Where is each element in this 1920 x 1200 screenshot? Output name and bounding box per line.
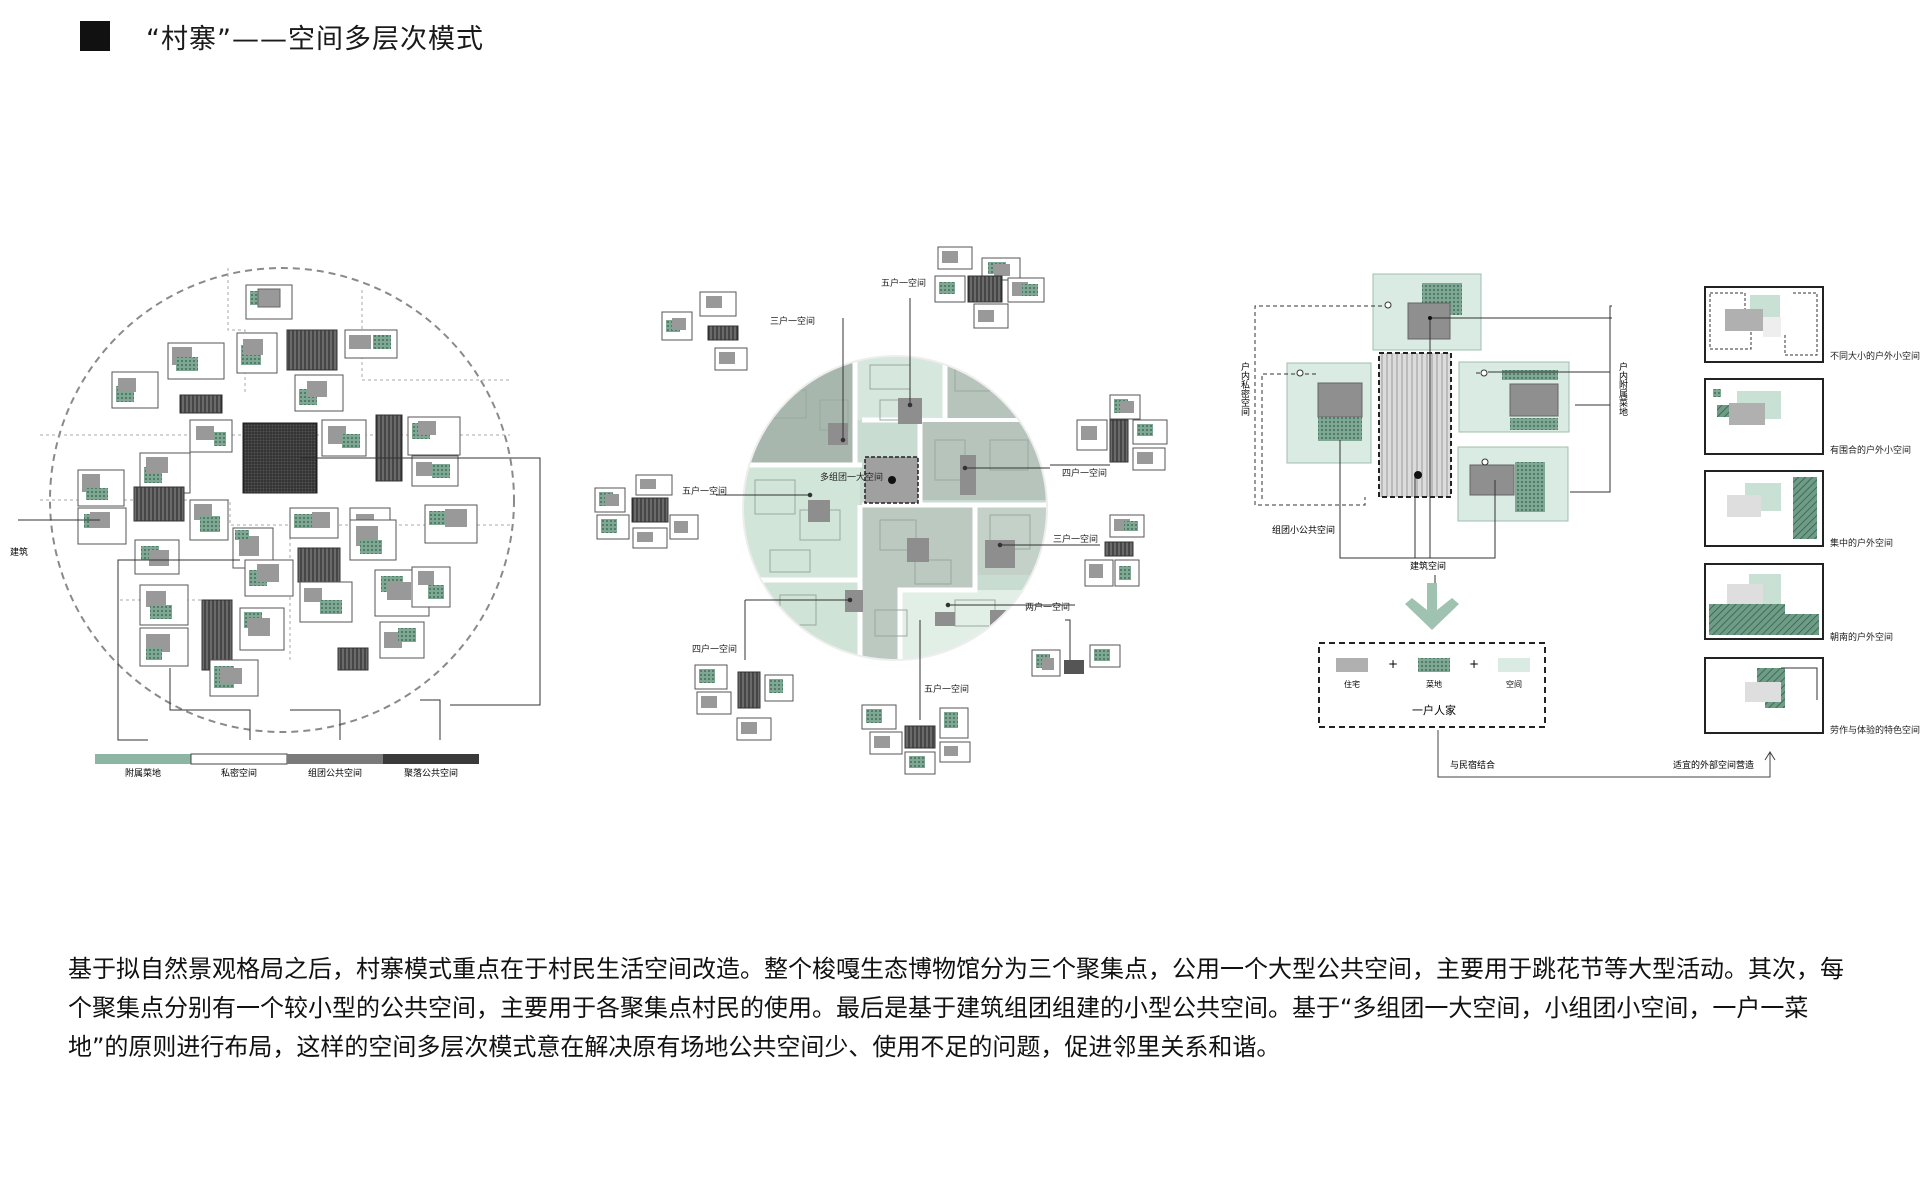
label-house: 住宅 — [1344, 679, 1360, 689]
type-5-label: 劳作与体验的特色空间 — [1830, 724, 1920, 736]
legend-swatch-group — [287, 754, 383, 764]
boundary-circle — [49, 267, 515, 733]
type-3 — [1704, 470, 1824, 547]
type-4-label: 朝南的户外空间 — [1830, 631, 1893, 643]
up-arrow-icon — [1764, 751, 1776, 761]
type-3-label: 集中的户外空间 — [1830, 537, 1893, 549]
legend-label-garden: 附属菜地 — [125, 767, 161, 779]
diagram-1-village-plan: 建筑 附属菜地 私密空间 组团公共空间 聚落公共空间 — [10, 267, 541, 779]
label-group-public: 组团小公共空间 — [1272, 524, 1335, 536]
legend-swatch-garden — [95, 754, 191, 764]
label-space: 空间 — [1506, 679, 1522, 689]
type-1-label: 不同大小的户外小空间 — [1830, 350, 1920, 362]
down-arrow-icon — [1405, 583, 1459, 630]
label-garden: 菜地 — [1426, 679, 1442, 689]
legend-label-settlement: 聚落公共空间 — [404, 767, 458, 779]
diagram-1-connectors — [18, 457, 541, 741]
label-three-top: 三户一空间 — [770, 315, 815, 327]
label-combine: 与民宿结合 — [1450, 759, 1495, 771]
label-private-interior: 户内私密空间 — [1239, 361, 1250, 417]
title-bullet-icon — [80, 21, 110, 51]
legend-label-group: 组团公共空间 — [308, 767, 362, 779]
swatch-garden — [1418, 658, 1450, 672]
legend-swatch-settlement — [383, 754, 479, 764]
label-five-left: 五户一空间 — [682, 485, 727, 497]
label-attached-garden: 户内附属菜地 — [1617, 361, 1628, 416]
label-two-right: 两户一空间 — [1025, 601, 1070, 613]
label-building-space: 建筑空间 — [1410, 560, 1446, 572]
plus-1: + — [1388, 657, 1398, 671]
page-title: “村寨”——空间多层次模式 — [146, 23, 484, 55]
title-row: “村寨”——空间多层次模式 — [80, 18, 484, 55]
label-three-right: 三户一空间 — [1053, 533, 1098, 545]
label-four-right: 四户一空间 — [1062, 467, 1107, 479]
diagram-1-legend: 附属菜地 私密空间 组团公共空间 聚落公共空间 — [95, 753, 479, 779]
type-4 — [1704, 563, 1824, 640]
type-5 — [1704, 657, 1824, 734]
diagram-2-satellite-houses — [594, 246, 1168, 775]
type-1 — [1704, 286, 1824, 363]
swatch-space — [1498, 658, 1530, 672]
legend-swatch-private — [190, 753, 288, 765]
plus-2: + — [1469, 657, 1479, 671]
type-2 — [1704, 378, 1824, 455]
diagram-4-outdoor-types: 不同大小的户外小空间 有围合的户外小空间 集中的户外空间 朝南的户外空间 劳作与… — [1704, 286, 1920, 736]
swatch-house — [1336, 658, 1368, 672]
household-box — [1318, 642, 1546, 728]
diagram-2-cluster-plan: 五户一空间 三户一空间 五户一空间 多组团一大空间 四户一空间 三户一空间 两户… — [594, 246, 1168, 775]
diagram-canvas: 建筑 附属菜地 私密空间 组团公共空间 聚落公共空间 — [10, 246, 1920, 779]
diagram-1-houses — [77, 284, 478, 697]
label-outdoor: 适宜的外部空间营造 — [1673, 759, 1754, 771]
label-four-bottom: 四户一空间 — [692, 643, 737, 655]
diagram-3-household-unit: 户内私密空间 户内附属菜地 组团小公共空间 建筑空间 + + 住宅 菜地 空间 … — [1239, 273, 1776, 778]
label-five-top: 五户一空间 — [881, 277, 926, 289]
label-five-bottom: 五户一空间 — [924, 683, 969, 695]
diagram-1-side-label: 建筑 — [10, 546, 28, 558]
legend-label-private: 私密空间 — [221, 767, 257, 779]
label-center: 多组团一大空间 — [820, 471, 883, 483]
label-household: 一户人家 — [1412, 703, 1456, 717]
description-paragraph: 基于拟自然景观格局之后，村寨模式重点在于村民生活空间改造。整个梭嘎生态博物馆分为… — [68, 955, 1844, 1061]
type-2-label: 有围合的户外小空间 — [1830, 444, 1911, 456]
